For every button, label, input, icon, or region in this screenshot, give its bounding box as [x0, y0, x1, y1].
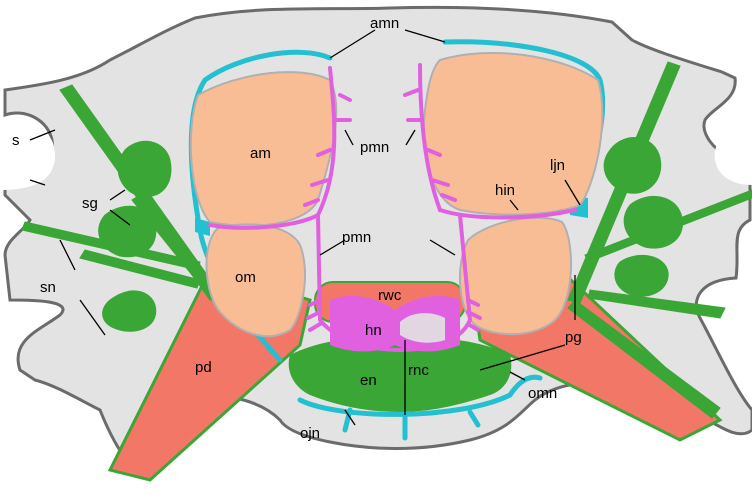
- label-en: en: [360, 372, 377, 389]
- label-sn: sn: [40, 279, 56, 296]
- label-omn: omn: [528, 385, 557, 402]
- label-ljn: ljn: [550, 157, 565, 174]
- label-sg: sg: [82, 195, 98, 212]
- label-rwc: rwc: [378, 287, 402, 304]
- label-pg: pg: [565, 329, 582, 346]
- label-ojn: ojn: [300, 425, 320, 442]
- bottom-center-cutout: [330, 462, 465, 495]
- label-pmn-lower: pmn: [342, 229, 371, 246]
- label-om: om: [235, 269, 256, 286]
- label-amn: amn: [370, 15, 399, 32]
- label-rnc: rnc: [408, 362, 429, 379]
- label-am: am: [250, 145, 271, 162]
- label-hn: hn: [365, 322, 382, 339]
- label-pd: pd: [195, 359, 212, 376]
- label-hin: hin: [495, 182, 515, 199]
- hn-void: [400, 313, 445, 343]
- label-s: s: [12, 132, 20, 149]
- label-pmn-upper: pmn: [360, 139, 389, 156]
